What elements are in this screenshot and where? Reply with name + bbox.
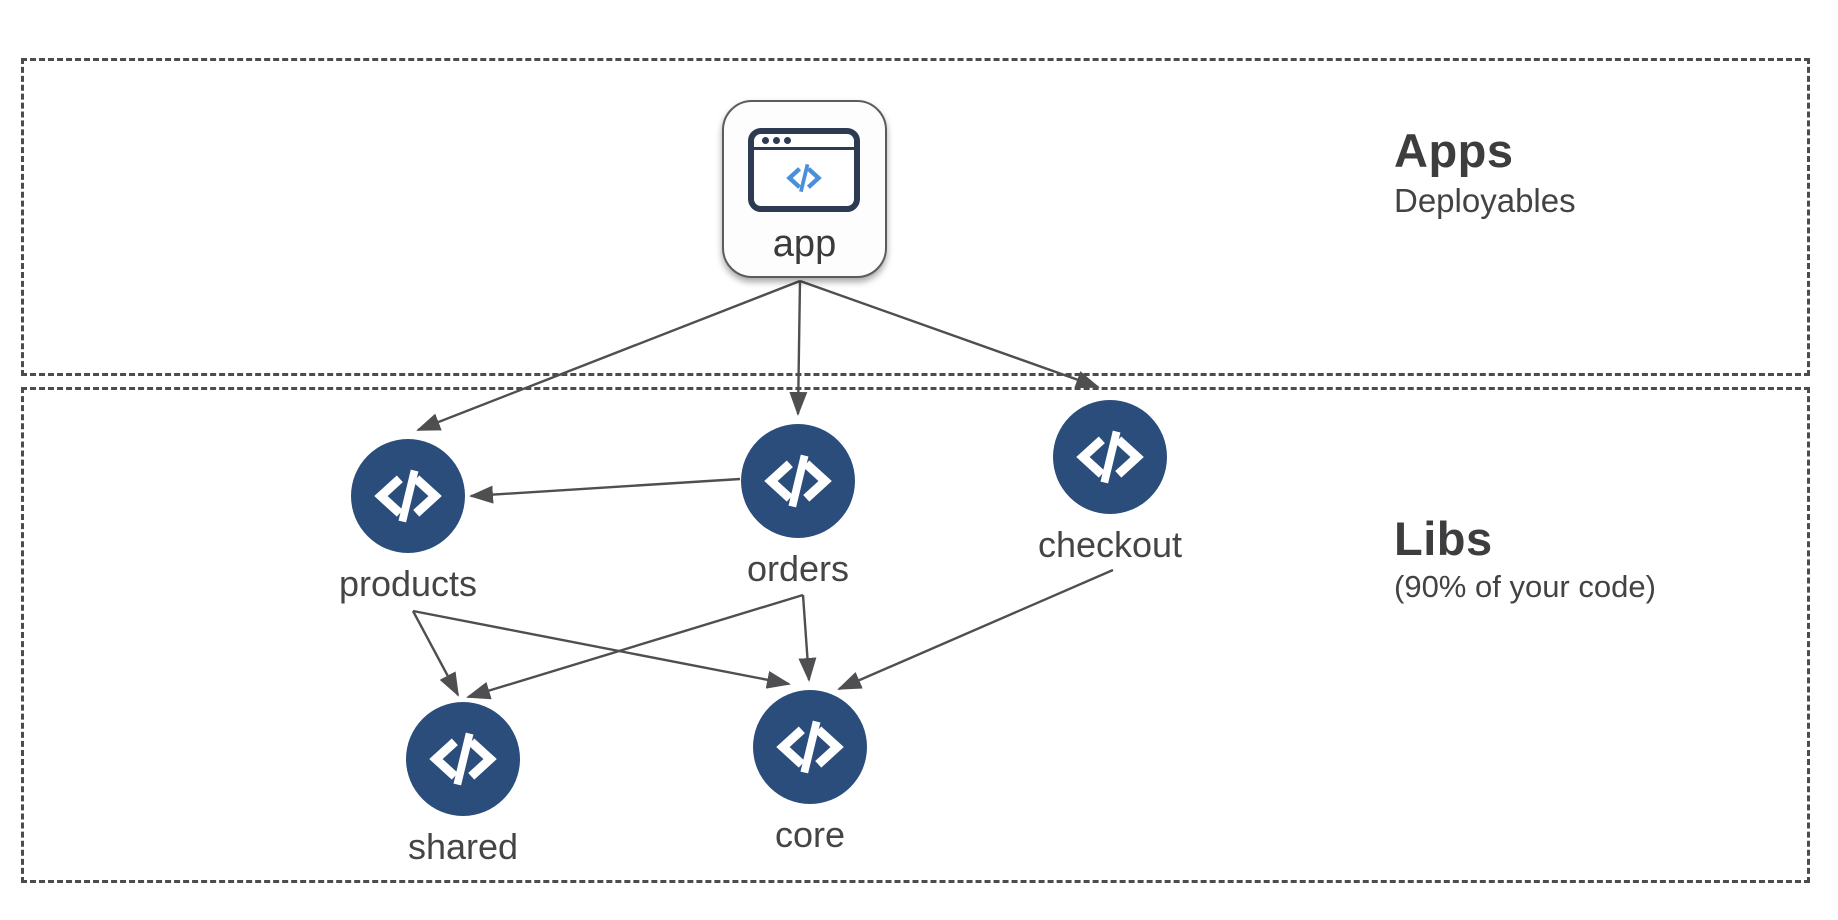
browser-dot-icon	[784, 137, 791, 144]
code-brackets-icon	[374, 469, 442, 523]
browser-titlebar	[754, 134, 854, 147]
libs-region-box	[21, 387, 1810, 883]
node-label-shared: shared	[407, 826, 519, 867]
node-label-checkout: checkout	[1037, 524, 1183, 565]
code-brackets-icon	[776, 720, 844, 774]
node-orders[interactable]	[741, 424, 855, 538]
node-shared[interactable]	[406, 702, 520, 816]
node-app[interactable]: app	[722, 100, 887, 278]
apps-region-title: Apps	[1394, 124, 1514, 177]
code-brackets-icon	[786, 163, 822, 193]
node-core[interactable]	[753, 690, 867, 804]
node-products[interactable]	[351, 439, 465, 553]
node-label-products: products	[338, 563, 478, 604]
libs-region-subtitle: (90% of your code)	[1394, 569, 1656, 605]
code-brackets-icon	[1076, 430, 1144, 484]
browser-dot-icon	[773, 137, 780, 144]
node-label-core: core	[774, 814, 846, 855]
libs-region-caption: Libs (90% of your code)	[1394, 512, 1656, 607]
browser-titlebar-divider	[754, 147, 854, 150]
node-label-app: app	[772, 223, 837, 265]
code-brackets-icon	[764, 454, 832, 508]
node-label-orders: orders	[746, 548, 850, 589]
node-checkout[interactable]	[1053, 400, 1167, 514]
libs-region-title: Libs	[1394, 512, 1493, 565]
apps-region-caption: Apps Deployables	[1394, 124, 1576, 221]
apps-region-subtitle: Deployables	[1394, 182, 1576, 220]
browser-code-icon	[748, 128, 860, 212]
code-brackets-icon	[429, 732, 497, 786]
browser-dot-icon	[762, 137, 769, 144]
app-code-glyph-slot	[754, 150, 854, 206]
